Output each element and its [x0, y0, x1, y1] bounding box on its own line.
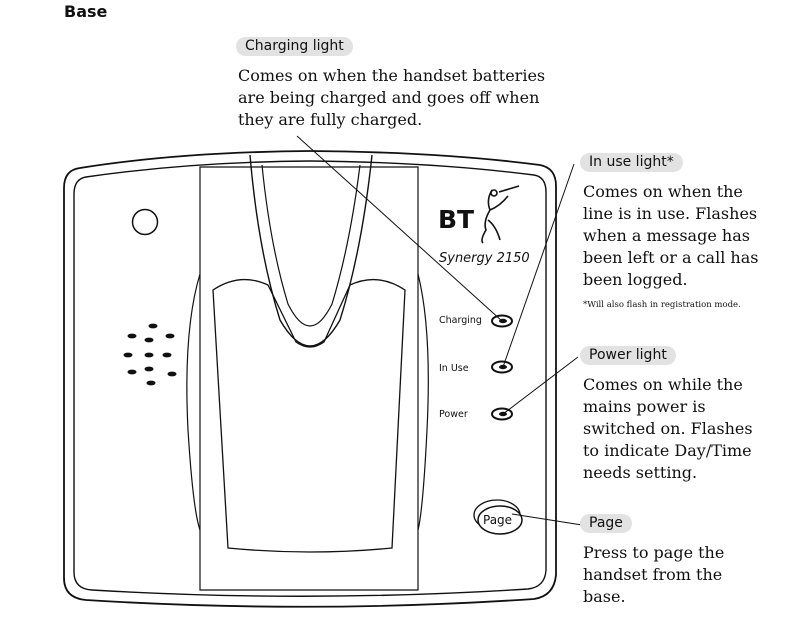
power-light-tag: Power light — [580, 346, 676, 365]
description-line: switched on. Flashes — [583, 419, 753, 438]
description-line: mains power is — [583, 397, 706, 416]
description-line: they are fully charged. — [238, 110, 423, 129]
description-line: Comes on when the — [583, 182, 743, 201]
in-use-light-tag: In use light* — [580, 153, 683, 172]
in-use-light-label: In Use — [439, 363, 469, 374]
description-line: when a message has — [583, 226, 750, 245]
handset-well — [212, 278, 406, 553]
base-inner-outline — [73, 160, 547, 597]
description-line: Press to page the — [583, 543, 725, 562]
description-line: to indicate Day/Time — [583, 441, 752, 460]
description-line: Comes on while the — [583, 375, 743, 394]
power-led-icon — [491, 407, 513, 421]
page-button[interactable]: Page — [473, 499, 523, 535]
description-line: base. — [583, 587, 626, 606]
cradle-right-shading — [417, 273, 429, 531]
piper-logo-icon — [481, 185, 520, 244]
description-line: Comes on when the handset batteries — [238, 66, 546, 85]
power-light-label: Power — [439, 409, 468, 420]
speaker-grille — [123, 323, 177, 386]
cradle-left-shading — [186, 273, 201, 531]
page-tag: Page — [580, 514, 632, 533]
charging-light-tag: Charging light — [236, 37, 353, 56]
model-name: Synergy 2150 — [439, 251, 530, 266]
page-button-label: Page — [483, 513, 512, 527]
handset-tab-inner — [261, 164, 361, 327]
charging-light-description: Comes on when the handset batteries are … — [238, 65, 545, 131]
in-use-light-description: Comes on when the line is in use. Flashe… — [583, 181, 758, 291]
description-line: are being charged and goes off when — [238, 88, 540, 107]
registration-mode-note: *Will also flash in registration mode. — [583, 300, 741, 310]
charging-leader-line — [296, 135, 503, 322]
in-use-led-icon — [491, 360, 513, 374]
description-line: been logged. — [583, 270, 688, 289]
in-use-leader-line — [502, 163, 575, 368]
base-outer-outline — [63, 150, 557, 608]
description-line: been left or a call has — [583, 248, 759, 267]
handset-tab-outer — [249, 154, 373, 347]
page-leader-line — [511, 513, 583, 526]
page-description: Press to page the handset from the base. — [583, 542, 724, 608]
description-line: handset from the — [583, 565, 723, 584]
page-heading: Base — [64, 2, 108, 21]
description-line: line is in use. Flashes — [583, 204, 758, 223]
charging-light-label: Charging — [439, 315, 482, 326]
power-light-description: Comes on while the mains power is switch… — [583, 374, 753, 484]
brand-logo-text: BT — [438, 205, 474, 234]
base-screw-hole — [131, 208, 159, 236]
description-line: needs setting. — [583, 463, 698, 482]
power-leader-line — [502, 356, 579, 415]
cradle-outline — [199, 166, 419, 591]
